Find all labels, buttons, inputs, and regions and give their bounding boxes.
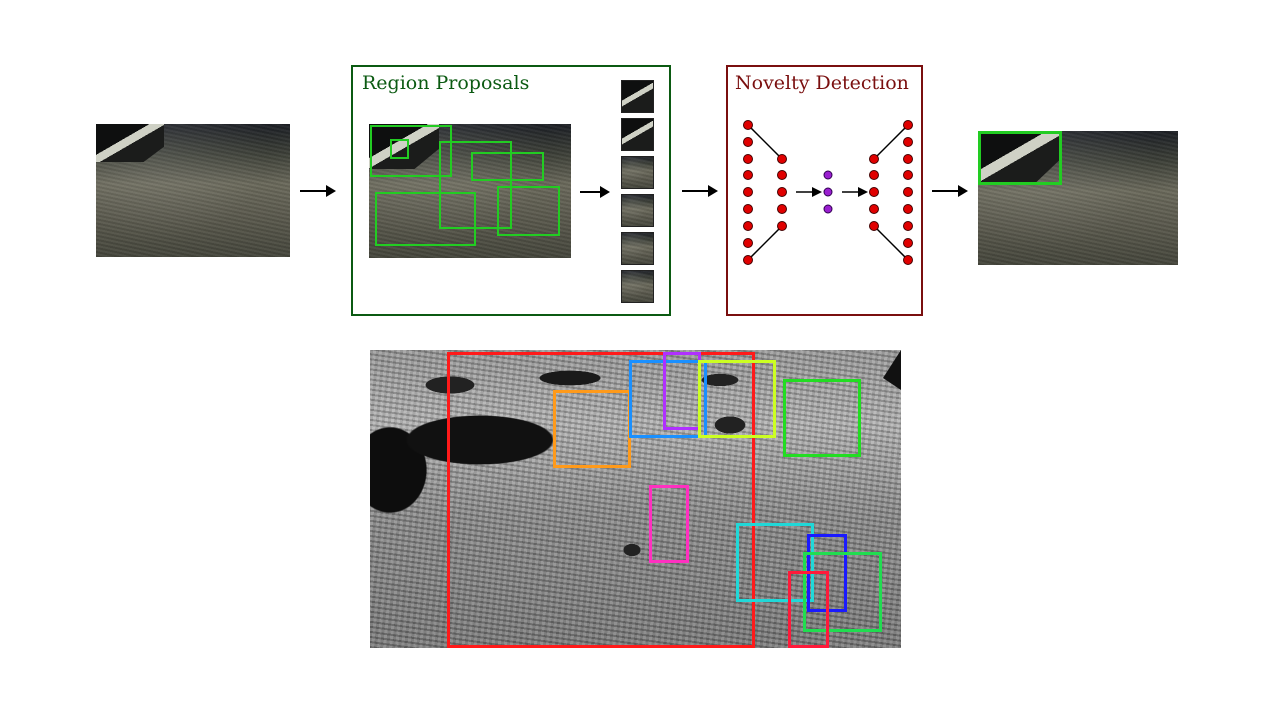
novel-detection-box: [978, 131, 1062, 185]
detection-box-green: [783, 379, 861, 457]
crop-thumbnail: [621, 232, 654, 265]
arrow-to-crops: [580, 186, 610, 198]
input-image: [96, 124, 290, 257]
arrow-novelty-to-output: [932, 185, 968, 197]
detection-box-magenta: [649, 485, 689, 563]
proposal-box: [390, 139, 409, 159]
detection-box-cyan: [736, 523, 814, 602]
crop-thumbnail: [621, 118, 654, 151]
detection-box-orange: [553, 390, 631, 468]
proposal-box: [375, 192, 476, 246]
detection-example-image: [370, 350, 901, 648]
detection-box-red-large: [447, 352, 755, 648]
crop-thumbnail: [621, 156, 654, 189]
output-image: [978, 131, 1178, 265]
region-proposals-title: Region Proposals: [362, 72, 530, 94]
proposal-source-image: [369, 124, 571, 258]
lander-silhouette: [96, 124, 164, 162]
crop-thumbnail: [621, 194, 654, 227]
proposal-box: [370, 125, 452, 177]
arrow-input-to-proposals: [300, 185, 336, 197]
novelty-detection-panel: Novelty Detection: [726, 65, 923, 316]
rover-edge: [883, 350, 901, 390]
detection-box-yellow-green: [698, 360, 776, 438]
crop-thumbnail: [621, 80, 654, 113]
detection-box-purple: [663, 352, 701, 430]
novelty-detection-title: Novelty Detection: [735, 72, 909, 94]
crop-thumbnail: [621, 270, 654, 303]
region-proposals-panel: Region Proposals: [351, 65, 671, 316]
proposal-box: [471, 152, 544, 181]
autoencoder-diagram: [743, 120, 913, 265]
detection-box-green-2: [803, 552, 882, 632]
detection-box-red-small: [788, 571, 829, 648]
detection-box-blue: [629, 360, 707, 438]
arrow-proposals-to-novelty: [682, 185, 718, 197]
proposal-box: [497, 186, 560, 236]
